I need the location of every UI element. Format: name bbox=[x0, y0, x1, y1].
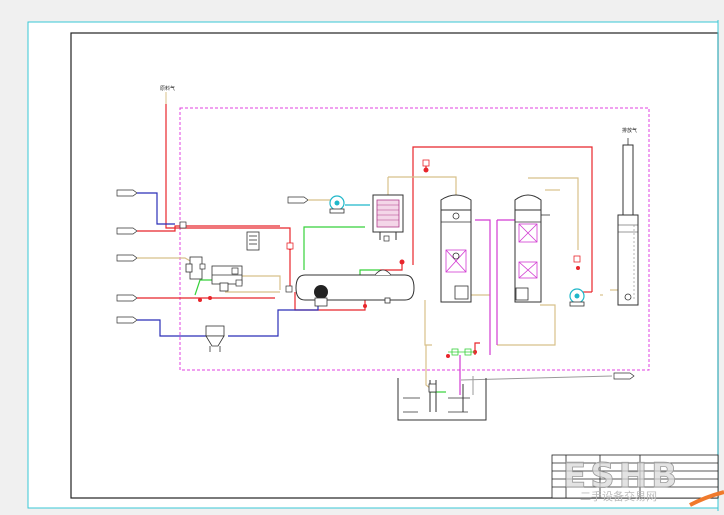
inlet-nozzle-1 bbox=[116, 189, 138, 197]
inlet-nozzle-3 bbox=[116, 254, 138, 262]
watermark-swoosh bbox=[689, 490, 724, 507]
inlet-nozzle-4 bbox=[116, 294, 138, 302]
horizontal-reactor bbox=[295, 269, 415, 307]
watermark-text: 二手设备交易网 bbox=[580, 489, 657, 503]
process-boundary bbox=[179, 107, 650, 371]
pipe-blue-lines bbox=[137, 192, 319, 337]
small-fittings bbox=[179, 221, 390, 293]
feed-hopper bbox=[205, 325, 225, 352]
inlet-nozzle-6 bbox=[287, 196, 309, 204]
outlet-nozzle-right bbox=[613, 372, 635, 380]
inlet-nozzle-2 bbox=[116, 227, 138, 235]
tank-pump bbox=[428, 383, 437, 393]
circulation-tank bbox=[397, 378, 487, 421]
inlet-tag-label: 原料气 bbox=[160, 85, 175, 92]
watermark-logo: ESHB bbox=[563, 456, 681, 496]
pipe-magenta-lines bbox=[459, 219, 515, 395]
exhaust-stack bbox=[617, 138, 639, 306]
blower-1 bbox=[329, 195, 345, 214]
filter-vessel bbox=[246, 231, 260, 251]
drawing-sheet bbox=[27, 21, 719, 509]
valve-station bbox=[448, 348, 475, 356]
scrubber-tower-1 bbox=[440, 194, 472, 303]
title-block bbox=[551, 454, 719, 499]
inlet-nozzle-5 bbox=[116, 316, 138, 324]
blower-2 bbox=[569, 288, 585, 307]
heat-exchanger bbox=[372, 194, 404, 240]
pipe-tan-lines bbox=[137, 176, 625, 389]
stack-tag-label: 排放气 bbox=[622, 127, 637, 134]
instrument-tag-boxes bbox=[286, 159, 581, 263]
pipe-green-lines bbox=[194, 226, 446, 393]
scrubber-tower-2 bbox=[514, 194, 550, 303]
